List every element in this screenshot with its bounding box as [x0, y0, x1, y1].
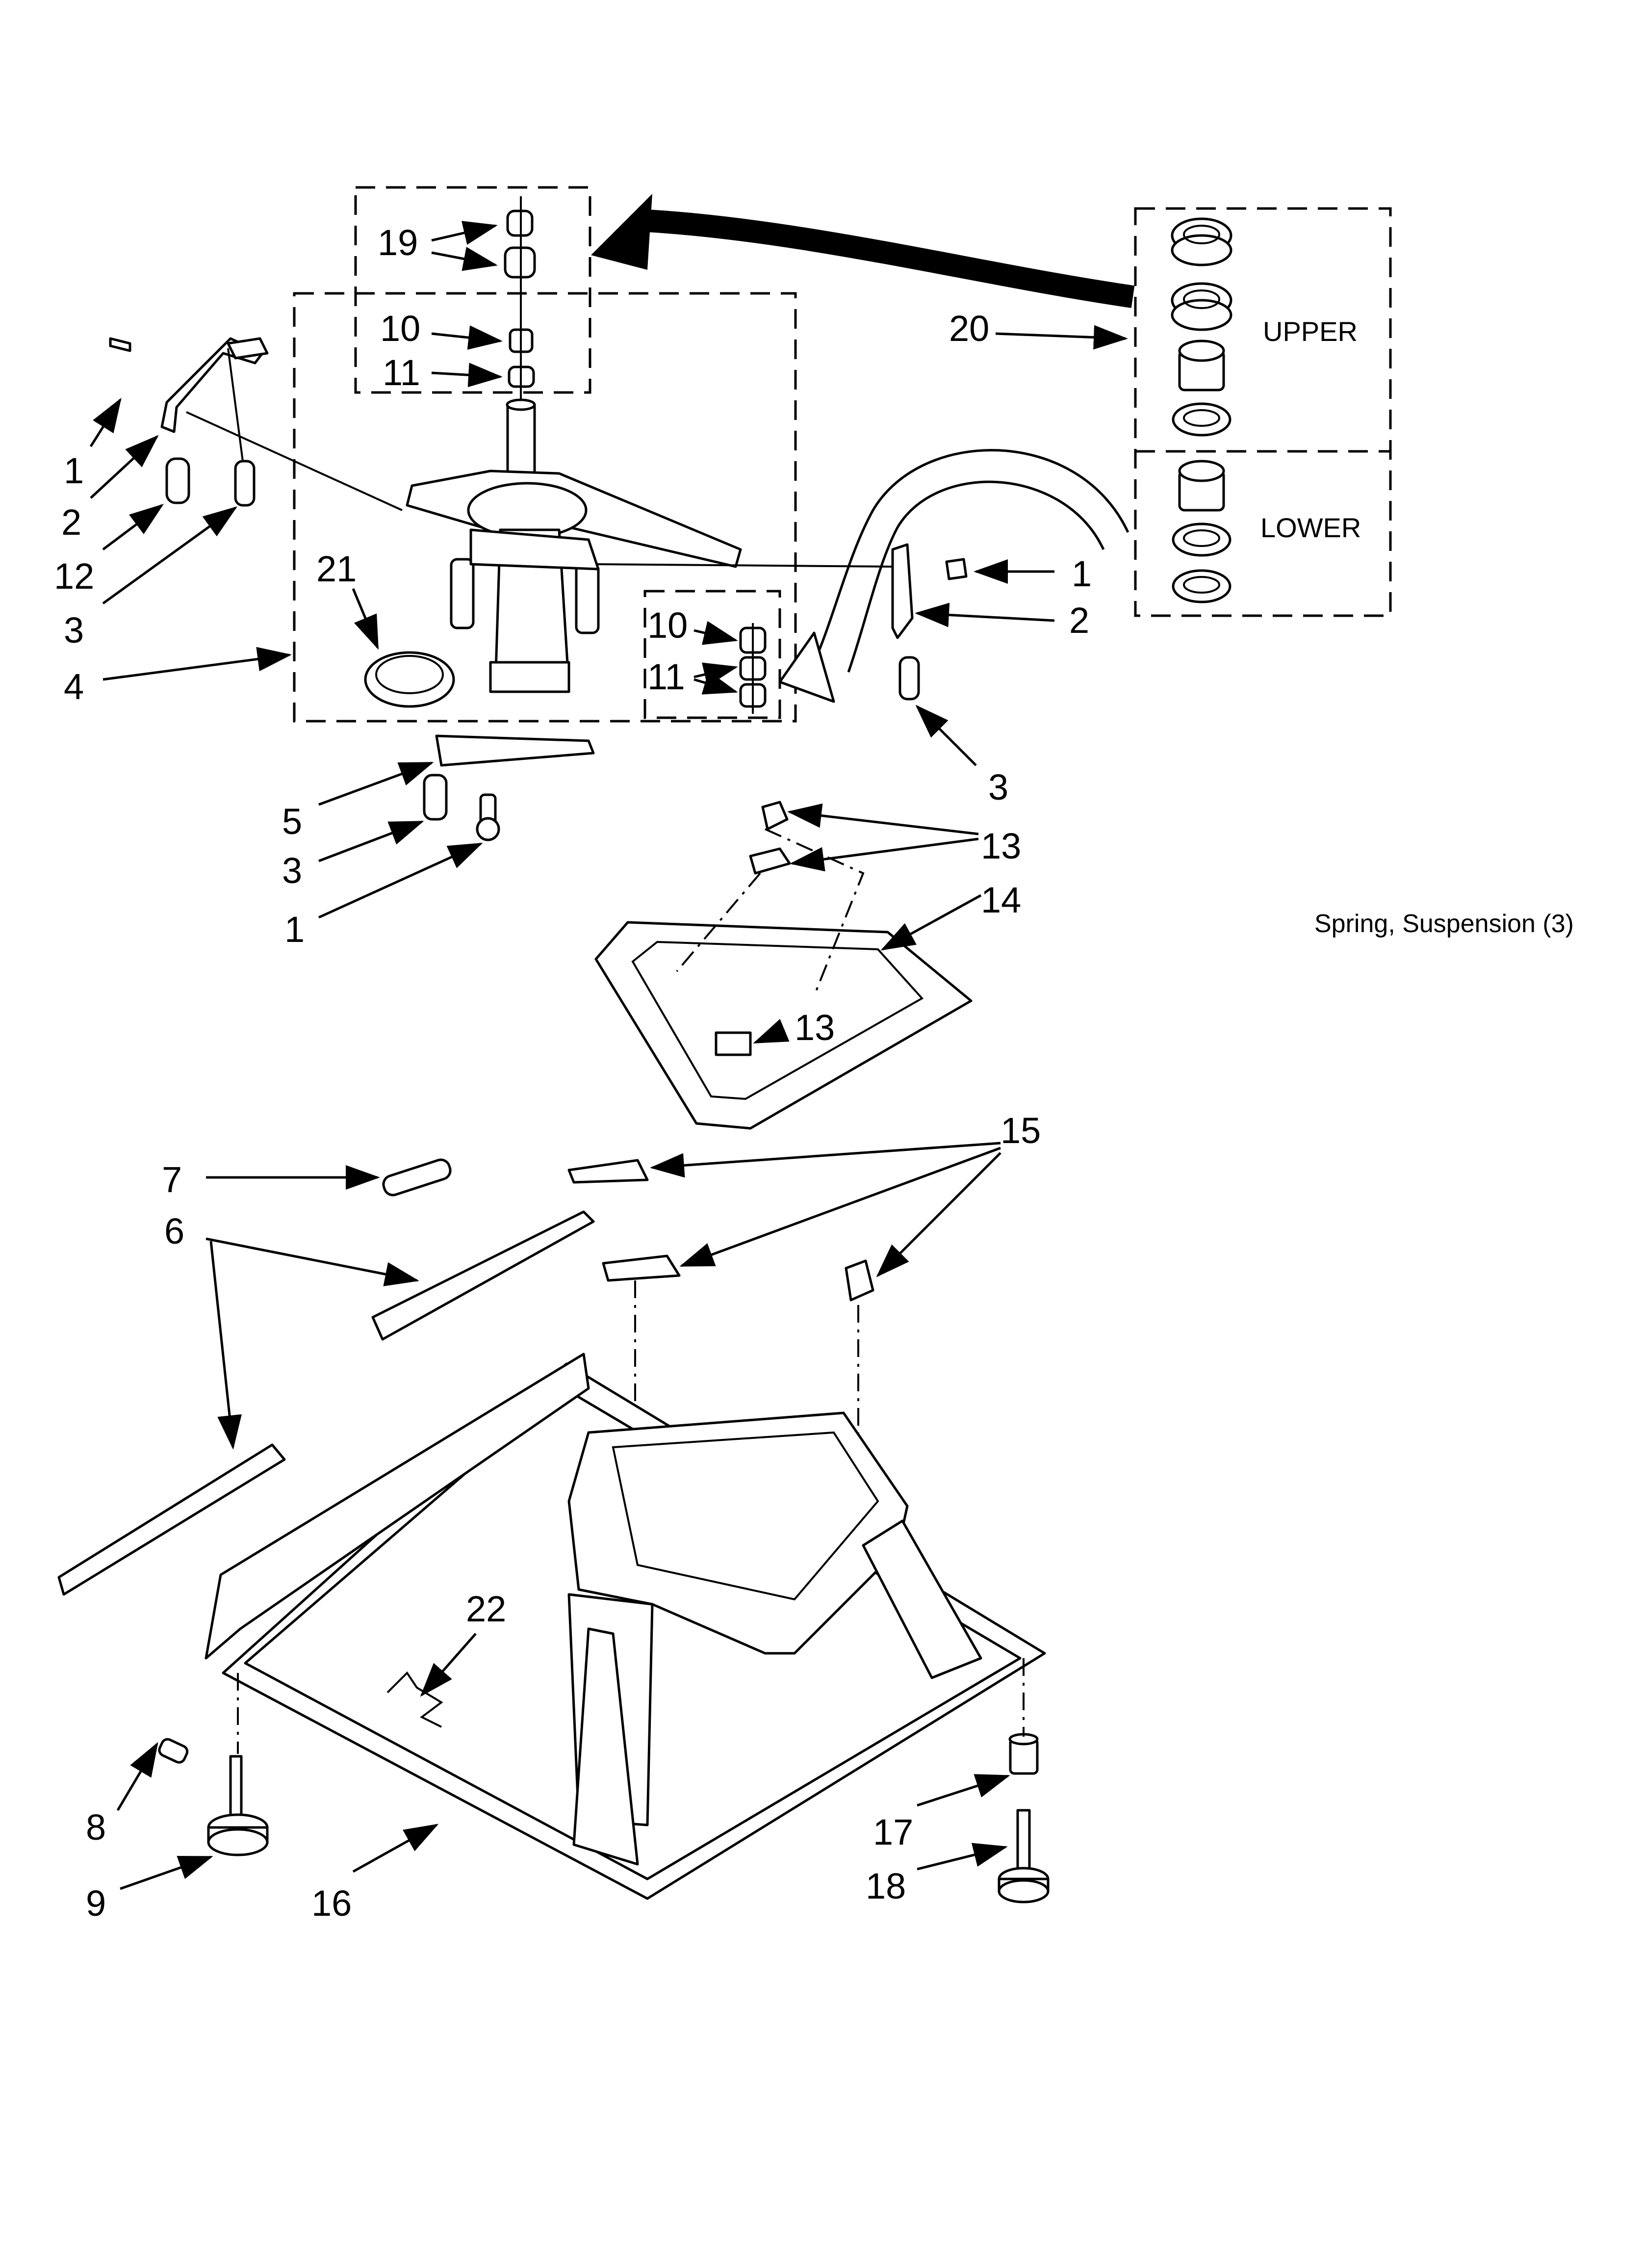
base-frame [205, 1353, 1046, 1900]
left-suspension-hardware [109, 337, 269, 507]
bearing-kit-box [1134, 207, 1392, 617]
callout-1-right: 1 [1072, 553, 1092, 594]
base-cover [594, 801, 973, 1130]
upper-bushings [504, 196, 536, 422]
callout-20: 20 [949, 308, 989, 349]
leader-lines [89, 221, 1128, 1890]
callout-3-right: 3 [988, 767, 1008, 808]
callout-11-lower: 11 [647, 656, 685, 697]
lower-bushings [739, 623, 767, 714]
lower-bushing-kit-box [643, 590, 781, 719]
callout-13-mid: 13 [795, 1007, 835, 1048]
callout-22: 22 [466, 1589, 506, 1629]
tub-ring [364, 651, 455, 708]
callout-7: 7 [162, 1159, 182, 1200]
part-caption: Spring, Suspension (3) [1314, 910, 1574, 938]
hollow-curved-arrow-icon [778, 449, 1129, 703]
callout-15: 15 [1001, 1110, 1041, 1151]
callout-9: 9 [86, 1883, 106, 1924]
callout-1-bottom: 1 [284, 909, 305, 950]
upper-bushing-kit-box [354, 186, 591, 394]
leveling-legs [158, 1658, 1050, 1903]
callout-8: 8 [86, 1807, 106, 1848]
callout-5: 5 [282, 801, 302, 842]
callout-16: 16 [311, 1883, 352, 1924]
callout-1-left: 1 [64, 450, 84, 491]
callout-3-bottom: 3 [282, 850, 302, 891]
callout-10-lower: 10 [647, 605, 688, 646]
callout-2-right: 2 [1069, 600, 1089, 641]
suspension-assembly [186, 398, 893, 693]
callout-4: 4 [64, 666, 84, 707]
callout-3-left: 3 [64, 610, 84, 651]
callout-11-upper: 11 [383, 352, 420, 393]
callout-2-left: 2 [61, 502, 81, 543]
callout-6: 6 [164, 1211, 184, 1251]
callout-18: 18 [866, 1866, 906, 1906]
callout-14: 14 [981, 880, 1021, 920]
right-suspension-hardware [891, 543, 968, 701]
callout-13-top: 13 [981, 826, 1021, 866]
large-curved-arrow-icon [591, 194, 1135, 308]
lower-bearing-label: LOWER [1260, 512, 1361, 543]
upper-bearing-label: UPPER [1263, 316, 1358, 347]
callout-19: 19 [378, 222, 418, 263]
springs-and-bars [57, 1158, 874, 1596]
callout-17: 17 [873, 1812, 913, 1852]
bearing-kit-parts [1171, 217, 1232, 603]
callout-21: 21 [316, 548, 357, 589]
callout-12: 12 [54, 556, 94, 597]
spin-assembly-box [293, 292, 797, 723]
callout-10-upper: 10 [380, 308, 420, 349]
lower-suspension-hardware [423, 734, 595, 841]
